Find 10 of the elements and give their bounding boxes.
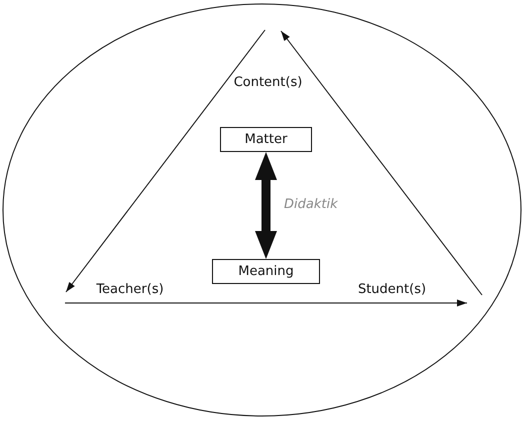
vertex-label: Teacher(s) xyxy=(92,279,168,299)
concept-box: Matter xyxy=(220,127,312,152)
arrow xyxy=(280,30,482,296)
edge-label: Didaktik xyxy=(282,196,340,212)
arrow xyxy=(66,30,266,292)
double-arrow xyxy=(255,152,277,259)
arrow xyxy=(64,300,468,306)
concept-box: Meaning xyxy=(212,259,320,284)
vertex-label: Content(s) xyxy=(230,72,306,92)
vertex-label: Student(s) xyxy=(354,279,430,299)
